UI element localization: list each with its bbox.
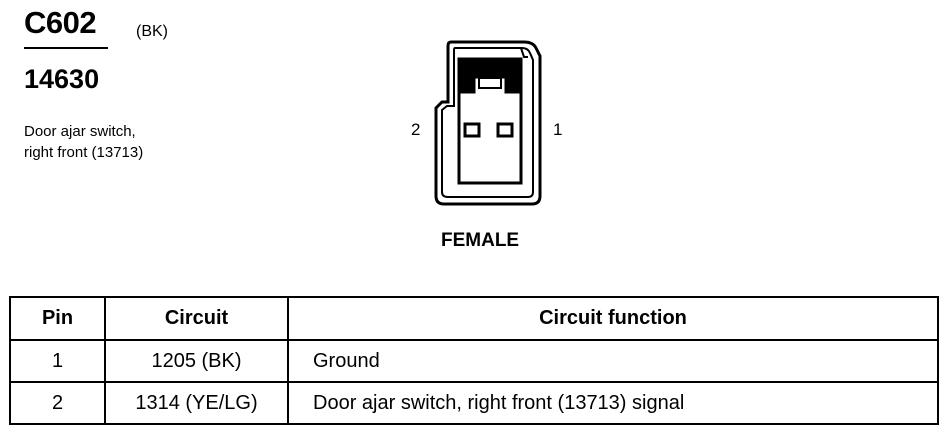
header-circuit: Circuit <box>104 296 289 341</box>
locking-tab-slot <box>478 77 502 89</box>
circuit-table: Pin Circuit Circuit function 1 1205 (BK)… <box>9 296 939 425</box>
table-row: 2 1314 (YE/LG) Door ajar switch, right f… <box>9 381 939 425</box>
connector-color: (BK) <box>136 23 168 40</box>
gender-label: FEMALE <box>441 230 520 251</box>
table-header-row: Pin Circuit Circuit function <box>9 296 939 341</box>
pin-label-1: 1 <box>553 120 563 139</box>
description-line: right front (13713) <box>24 144 144 161</box>
pin-cavity-1 <box>496 122 514 138</box>
header-pin: Pin <box>9 296 106 341</box>
pin-cavity-2 <box>463 122 481 138</box>
cell-circuit-function: Door ajar switch, right front (13713) si… <box>287 381 939 425</box>
cell-circuit-function: Ground <box>287 339 939 383</box>
locking-tab <box>458 58 522 94</box>
connector-inner-shell <box>441 47 534 198</box>
connector-id: C602 <box>24 5 97 40</box>
cell-circuit: 1205 (BK) <box>104 339 289 383</box>
cell-pin: 2 <box>9 381 106 425</box>
connector-face-diagram <box>434 40 542 206</box>
description-line: Door ajar switch, <box>24 123 136 140</box>
cell-pin: 1 <box>9 339 106 383</box>
header-circuit-function: Circuit function <box>287 296 939 341</box>
connector-description: Door ajar switch, right front (13713) <box>24 121 224 163</box>
latch-notch <box>520 47 528 58</box>
table-row: 1 1205 (BK) Ground <box>9 339 939 383</box>
pin-label-2: 2 <box>411 120 421 139</box>
part-number: 14630 <box>24 64 100 94</box>
connector-outer-shell <box>434 40 542 206</box>
cell-circuit: 1314 (YE/LG) <box>104 381 289 425</box>
connector-id-underline <box>24 47 108 49</box>
